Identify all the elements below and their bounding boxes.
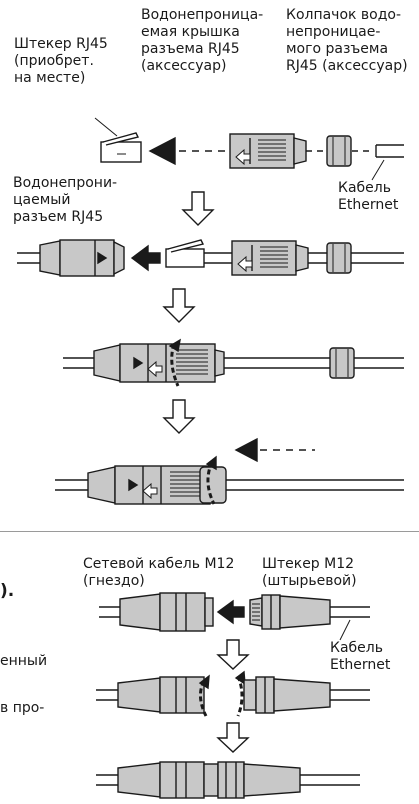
cutoff-text-line1: енный: [0, 653, 48, 669]
label-waterproof-cap: Колпачок водо- непроницае- мого разъема …: [286, 7, 408, 74]
down-arrow-m12-2: [216, 722, 250, 753]
waterproof-cover: [229, 133, 307, 169]
down-arrow-1: [181, 191, 215, 226]
arrow-left-step2: [130, 244, 161, 272]
section-separator: [0, 531, 419, 532]
arrow-left-step1: [148, 136, 176, 166]
step3-screw-cover: [63, 338, 404, 387]
label-waterproof-cover: Водонепроница- емая крышка разъема RJ45 …: [141, 7, 264, 74]
step2-insert-plug: [17, 239, 404, 277]
label-m12-network-cable: Сетевой кабель M12 (гнездо): [83, 556, 235, 589]
m12-step1: [99, 592, 370, 641]
rj45-plug: [100, 132, 142, 163]
m12-step2: [96, 670, 370, 717]
down-arrow-m12-1: [216, 639, 250, 670]
cutoff-text-bold: ).: [0, 581, 15, 601]
arrow-left-step4: [234, 437, 258, 463]
down-arrow-3: [162, 399, 196, 434]
ethernet-cable-end-step1: [375, 144, 404, 158]
down-arrow-2: [162, 288, 196, 323]
label-m12-plug: Штекер M12 (штырьевой): [262, 556, 357, 589]
cutoff-text-line2: в про-: [0, 700, 45, 716]
arrow-right-m12: [216, 599, 245, 625]
label-rj45-plug: Штекер RJ45 (приобрет. на месте): [14, 36, 108, 86]
m12-step3-assembled: [96, 761, 360, 799]
label-ethernet-cable-bottom: Кабель Ethernet: [330, 640, 391, 673]
label-waterproof-rj45-connector: Водонепрони- цаемый разъем RJ45: [13, 175, 118, 225]
label-ethernet-cable-top: Кабель Ethernet: [338, 180, 399, 213]
step4-attach-cap: [55, 455, 404, 505]
step1-exploded-view: [94, 117, 404, 181]
waterproof-cap: [326, 135, 352, 167]
